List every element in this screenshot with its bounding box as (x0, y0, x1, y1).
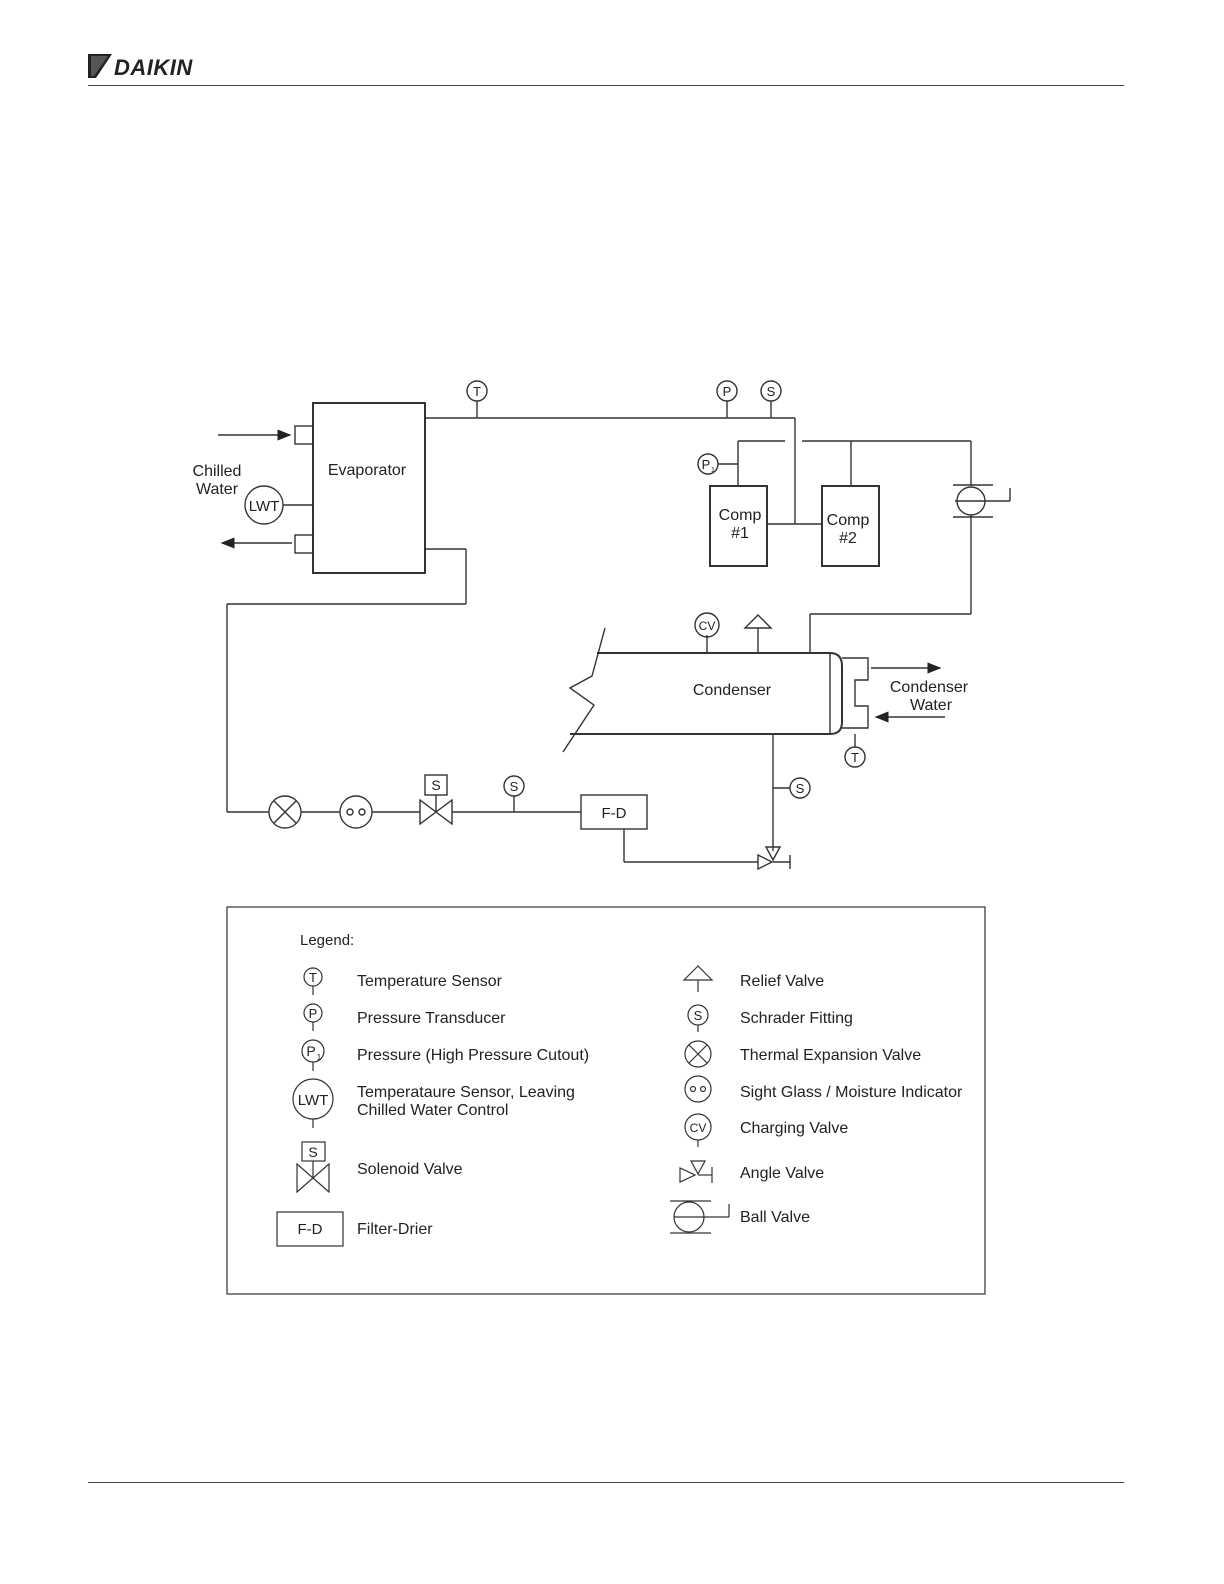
legend-label-high-pressure-cutout: Pressure (High Pressure Cutout) (357, 1047, 589, 1064)
legend-label-sight-glass: Sight Glass / Moisture Indicator (740, 1084, 963, 1101)
suction-schrader-fitting-icon (760, 380, 782, 402)
legend-thermal-expansion-valve-icon (684, 1040, 712, 1068)
evaporator-label: Evaporator (328, 462, 407, 479)
condenser-water-label-line1: Condenser (890, 679, 969, 696)
legend-label-filter-drier: Filter-Drier (357, 1221, 433, 1238)
evaporator-inlet-port (294, 425, 314, 445)
charging-valve-label: CV (699, 619, 716, 633)
high-pressure-cutout-subscript: 1 (711, 467, 715, 474)
charging-valve-icon (694, 612, 720, 638)
evaporator-box (312, 402, 426, 574)
sight-glass-icon (339, 795, 373, 829)
solenoid-valve-icon (419, 798, 438, 826)
condenser-shell (570, 652, 843, 735)
condenser-water-head (842, 657, 869, 729)
legend-pressure-transducer-letter: P (309, 1006, 318, 1021)
legend-sight-glass-icon (684, 1075, 712, 1103)
filter-drier-label: F-D (602, 805, 627, 822)
legend-lwt-letters: LWT (298, 1092, 329, 1109)
legend-charging-valve-letters: CV (690, 1121, 707, 1135)
legend-filter-drier-letters: F-D (298, 1221, 323, 1238)
suction-pressure-transducer-icon (716, 380, 738, 402)
condenser-water-temperature-sensor-label: T (851, 750, 859, 765)
footer-rule (88, 1482, 1124, 1483)
liquid-line-schrader-fitting-label: S (510, 779, 519, 794)
legend-label-relief-valve: Relief Valve (740, 973, 824, 990)
high-pressure-cutout-label: P (702, 457, 711, 472)
liquid-line-schrader-fitting-icon (503, 775, 525, 797)
condenser-break-line (562, 627, 606, 753)
comp2-label-line1: Comp (827, 512, 870, 529)
condenser-water-temperature-sensor-icon (844, 746, 866, 768)
legend-label-solenoid-valve: Solenoid Valve (357, 1161, 463, 1178)
suction-temperature-sensor-label: T (473, 384, 481, 399)
legend-label-lwt-line1: Temperataure Sensor, Leaving (357, 1084, 575, 1101)
legend-label-temperature-sensor: Temperature Sensor (357, 973, 503, 990)
chilled-water-label-line2: Water (196, 481, 239, 498)
comp1-label-line1: Comp (719, 507, 762, 524)
liquid-schrader-fitting-icon (789, 777, 811, 799)
suction-temperature-sensor-icon (466, 380, 488, 402)
legend-temperature-sensor-letter: T (309, 970, 317, 985)
brand-name: DAIKIN (114, 55, 193, 80)
solenoid-coil-box (424, 774, 448, 796)
legend-solenoid-coil-letter: S (308, 1144, 317, 1160)
relief-valve-icon (743, 614, 773, 629)
angle-valve-icon (764, 846, 782, 862)
legend-filter-drier-icon (276, 1211, 344, 1247)
suction-pressure-transducer-label: P (723, 384, 732, 399)
legend-high-pressure-cutout-letter: P (306, 1043, 315, 1059)
header-rule (88, 85, 1124, 86)
legend-schrader-fitting-letter: S (694, 1008, 703, 1023)
condenser-label: Condenser (693, 682, 772, 699)
legend-high-pressure-cutout-subscript: 1 (317, 1053, 322, 1062)
legend-relief-valve-icon (682, 965, 714, 981)
condenser-water-label-line2: Water (910, 697, 953, 714)
solenoid-coil-label: S (431, 777, 440, 793)
legend-solenoid-valve-icon (296, 1162, 314, 1194)
evaporator-outlet-port (294, 534, 314, 554)
legend-label-charging-valve: Charging Valve (740, 1120, 848, 1137)
lwt-sensor-label: LWT (249, 498, 280, 515)
comp1-label-line2: #1 (731, 525, 749, 542)
legend-label-lwt-line2: Chilled Water Control (357, 1102, 508, 1119)
legend-label-angle-valve: Angle Valve (740, 1165, 824, 1182)
comp2-label-line2: #2 (839, 530, 857, 547)
suction-schrader-fitting-label: S (767, 384, 776, 399)
liquid-schrader-fitting-label: S (796, 781, 805, 796)
high-pressure-cutout-icon (697, 453, 719, 475)
legend-label-thermal-expansion-valve: Thermal Expansion Valve (740, 1047, 921, 1064)
legend-angle-valve-icon (689, 1160, 707, 1176)
chilled-water-label-line1: Chilled (193, 463, 242, 480)
legend-label-schrader-fitting: Schrader Fitting (740, 1010, 853, 1027)
legend-box (226, 906, 986, 1295)
legend-label-pressure-transducer: Pressure Transducer (357, 1010, 506, 1027)
legend-label-ball-valve: Ball Valve (740, 1209, 810, 1226)
daikin-logo: DAIKIN (88, 54, 193, 80)
legend-title: Legend: (300, 932, 354, 949)
